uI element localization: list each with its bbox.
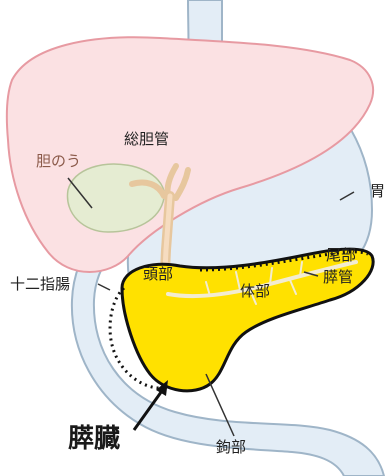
- label-common-bile-duct: 総胆管: [124, 132, 169, 147]
- label-pancreas-title: 膵臓: [68, 426, 120, 452]
- label-pancreas-body: 体部: [240, 284, 270, 299]
- label-uncinate-process: 鉤部: [216, 440, 246, 455]
- label-gallbladder: 胆のう: [36, 154, 81, 169]
- label-pancreas-tail: 尾部: [326, 248, 356, 263]
- label-pancreatic-duct: 膵管: [323, 270, 353, 285]
- leader-duodenum: [98, 284, 110, 290]
- label-pancreas-head: 頭部: [143, 267, 173, 282]
- label-duodenum: 十二指腸: [10, 277, 70, 292]
- label-stomach: 胃: [370, 184, 385, 199]
